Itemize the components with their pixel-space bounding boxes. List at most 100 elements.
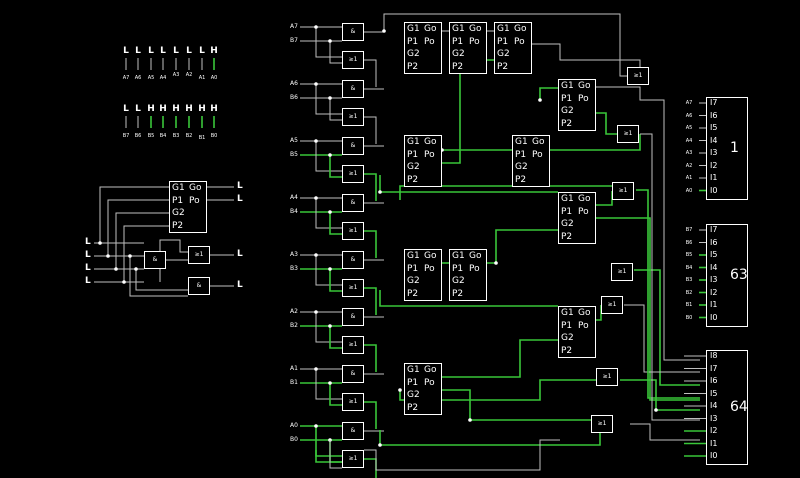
wire: [596, 86, 700, 361]
inputs_b-switch-6[interactable]: H: [198, 104, 206, 114]
junction-dot: [328, 381, 332, 385]
inputs_b-switch-1[interactable]: L: [135, 104, 141, 114]
wire: [550, 134, 641, 151]
display-pin-0: I0: [710, 185, 718, 195]
display-input-label: B1: [685, 302, 693, 308]
cla-pin-go: Go: [424, 251, 437, 261]
inputs_a-pin-label: A6: [134, 75, 142, 81]
wire: [364, 287, 377, 315]
junction-dot: [328, 324, 332, 328]
inputs_b-switch-4[interactable]: H: [172, 104, 180, 114]
cla-pin-g1: G1: [497, 24, 510, 34]
inputs_a-switch-4[interactable]: L: [173, 46, 179, 56]
inputs_a-pin-label: A4: [159, 75, 167, 81]
cla-pin-po: Po: [424, 36, 435, 47]
cla-pin-g1: G1: [452, 24, 465, 34]
inputs_a-switch-7[interactable]: H: [210, 46, 218, 56]
cla-pin-g1: G1: [452, 251, 465, 261]
row-label-b: B4: [290, 208, 298, 215]
or-gate-row-2: ≥1: [342, 165, 364, 183]
wire: [383, 13, 627, 77]
cla-pin-g1: G1: [561, 194, 574, 204]
demo-input-2[interactable]: L: [85, 263, 91, 273]
display-pin-0: I5: [710, 123, 718, 132]
inputs_a-switch-5[interactable]: L: [186, 46, 192, 56]
display-input-label: A3: [685, 150, 693, 156]
and-gate-row-0: &: [342, 23, 364, 41]
or-gate-sum-0: ≥1: [627, 67, 649, 85]
cla-pin-p2: P2: [407, 61, 419, 72]
cla-pin-g2: G2: [452, 276, 465, 286]
junction-dot: [468, 418, 472, 422]
display-input-label: A7: [685, 100, 693, 106]
junction-dot: [122, 280, 126, 284]
inputs_a-switch-1[interactable]: L: [135, 46, 141, 56]
inputs_b-switch-7[interactable]: H: [210, 104, 218, 114]
inputs_a-switch-2[interactable]: L: [148, 46, 154, 56]
demo-input-1[interactable]: L: [85, 250, 91, 260]
junction-dot: [328, 210, 332, 214]
wire: [115, 212, 169, 269]
wire: [379, 290, 558, 307]
demo-input-0[interactable]: L: [85, 237, 91, 247]
junction-dot: [398, 388, 402, 392]
wire: [539, 87, 558, 100]
cla-pin-go: Go: [514, 24, 527, 34]
display-input-label: B5: [685, 252, 693, 258]
display-value-2: 64: [730, 398, 748, 415]
wire: [624, 304, 700, 373]
display-pin-2: I1: [710, 438, 718, 448]
wire: [442, 389, 591, 421]
cla-block-demo: [169, 181, 207, 233]
cla-pin-p2: P2: [407, 174, 419, 185]
cla-pin-g2: G2: [407, 162, 420, 172]
cla-pin-go: Go: [189, 183, 202, 193]
or-gate-sum-2: ≥1: [612, 182, 634, 200]
wire: [620, 379, 700, 411]
junction-dot: [314, 196, 318, 200]
cla-pin-go: Go: [578, 81, 591, 91]
cla-pin-p1: P1: [407, 377, 419, 388]
inputs_b-switch-3[interactable]: H: [159, 104, 167, 114]
wire: [596, 112, 617, 135]
cla-pin-p1: P1: [452, 36, 464, 47]
cla-pin-p1: P1: [407, 149, 419, 160]
or-gate-row-7: ≥1: [342, 450, 364, 468]
junction-dot: [494, 261, 498, 265]
wire: [364, 439, 560, 471]
inputs_a-switch-6[interactable]: L: [199, 46, 205, 56]
display-input-label: B0: [685, 314, 693, 321]
display-value-0: 1: [730, 139, 739, 156]
wire: [329, 383, 342, 406]
inputs_b-switch-0[interactable]: L: [123, 104, 129, 114]
display-2: [706, 350, 748, 465]
display-input-label: A0: [685, 187, 693, 194]
inputs_a-switch-0[interactable]: L: [123, 46, 129, 56]
cla-pin-go: Go: [424, 24, 437, 34]
junction-dot: [314, 82, 318, 86]
cla-pin-p2: P2: [452, 288, 464, 299]
display-pin-2: I6: [710, 376, 718, 385]
cla-pin-g1: G1: [172, 183, 185, 193]
wire: [329, 212, 342, 235]
inputs_a-switch-3[interactable]: L: [160, 46, 166, 56]
inputs_b-switch-5[interactable]: H: [185, 104, 193, 114]
cla-pin-p2: P2: [452, 61, 464, 72]
junction-dot: [314, 424, 318, 428]
display-value-1: 63: [730, 266, 748, 283]
row-label-a: A3: [290, 251, 298, 258]
display-pin-1: I2: [710, 287, 718, 297]
wire: [364, 116, 377, 144]
wire: [315, 312, 342, 343]
wire: [329, 326, 342, 349]
display-input-label: B7: [685, 227, 693, 233]
inputs_b-switch-2[interactable]: H: [147, 104, 155, 114]
wire: [596, 191, 613, 206]
display-pin-2: I2: [710, 426, 718, 435]
display-input-label: A6: [685, 112, 693, 119]
wire: [135, 269, 188, 291]
junction-dot: [314, 139, 318, 143]
junction-dot: [314, 25, 318, 29]
demo-input-3[interactable]: L: [85, 276, 91, 286]
or-gate-sum-6: ≥1: [591, 415, 613, 433]
